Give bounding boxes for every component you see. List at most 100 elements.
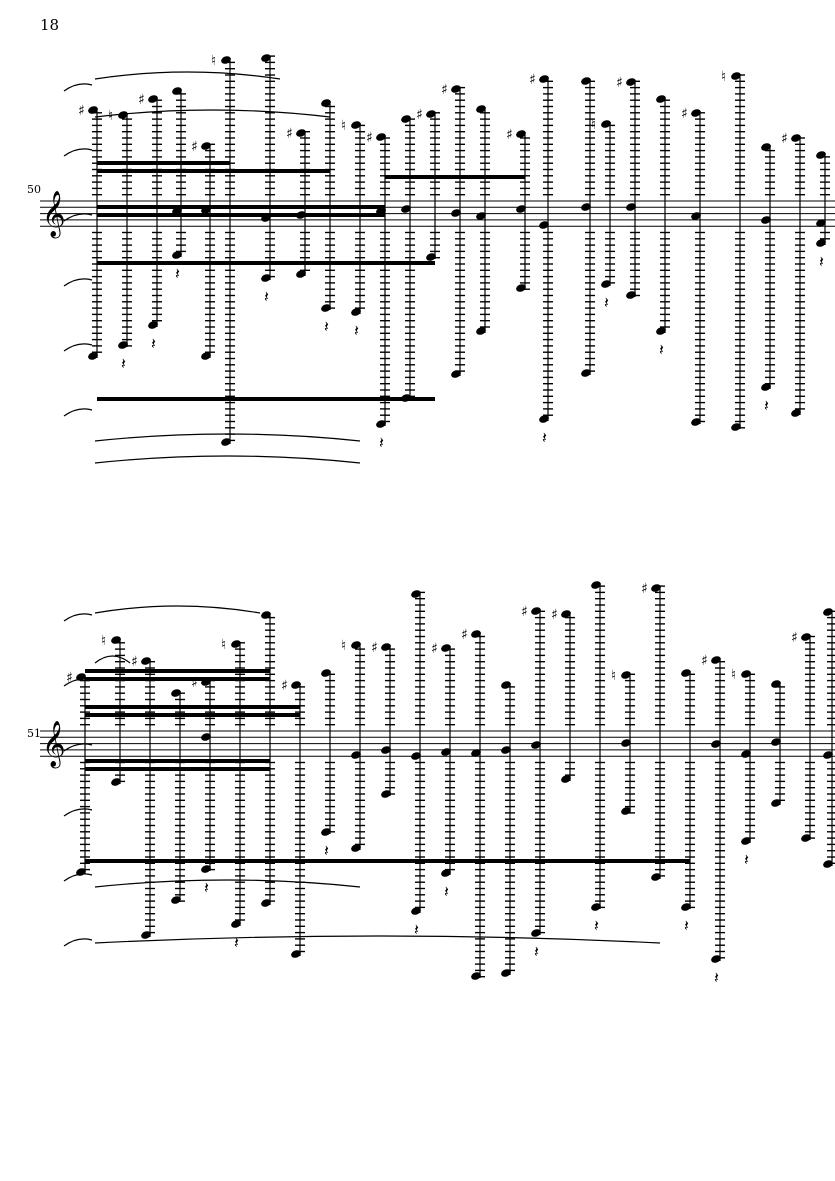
filled-notehead [476, 105, 486, 113]
filled-notehead [261, 54, 271, 62]
filled-notehead [823, 751, 833, 759]
filled-notehead [231, 640, 241, 648]
filled-notehead [201, 733, 211, 741]
filled-notehead [376, 207, 386, 215]
tie-curve [94, 433, 361, 442]
filled-notehead [261, 274, 271, 282]
natural-accidental-icon: ♮ [221, 637, 226, 653]
filled-notehead [741, 670, 751, 678]
filled-notehead [621, 807, 631, 815]
filled-notehead [471, 630, 481, 638]
page-number: 18 [40, 16, 60, 34]
quarter-rest-icon: 𝄽 [204, 878, 209, 897]
filled-notehead [172, 87, 182, 95]
filled-notehead [626, 78, 636, 86]
filled-notehead [501, 969, 511, 977]
sharp-accidental-icon: ♯ [191, 675, 198, 691]
filled-notehead [691, 109, 701, 117]
filled-notehead [711, 955, 721, 963]
tie-curve [94, 879, 361, 888]
sharp-accidental-icon: ♯ [529, 72, 536, 88]
tie-curve [63, 278, 93, 287]
filled-notehead [88, 106, 98, 114]
filled-notehead [581, 77, 591, 85]
filled-notehead [118, 341, 128, 349]
quarter-rest-icon: 𝄽 [151, 334, 156, 353]
quarter-rest-icon: 𝄽 [542, 428, 547, 447]
filled-notehead [651, 873, 661, 881]
filled-notehead [656, 327, 666, 335]
filled-notehead [201, 865, 211, 873]
filled-notehead [531, 607, 541, 615]
quarter-rest-icon: 𝄽 [175, 264, 180, 283]
sharp-accidental-icon: ♯ [701, 653, 708, 669]
natural-accidental-icon: ♮ [721, 69, 726, 85]
filled-notehead [561, 610, 571, 618]
tie-curve [94, 935, 661, 944]
filled-notehead [761, 383, 771, 391]
filled-notehead [381, 746, 391, 754]
filled-notehead [171, 896, 181, 904]
filled-notehead [539, 221, 549, 229]
sharp-accidental-icon: ♯ [781, 131, 788, 147]
filled-notehead [351, 121, 361, 129]
sharp-accidental-icon: ♯ [66, 670, 73, 686]
filled-notehead [296, 129, 306, 137]
filled-notehead [731, 423, 741, 431]
sharp-accidental-icon: ♯ [366, 130, 373, 146]
tie-curve [94, 605, 261, 614]
sharp-accidental-icon: ♯ [131, 654, 138, 670]
filled-notehead [141, 931, 151, 939]
tie-curve [63, 743, 93, 752]
filled-notehead [441, 644, 451, 652]
tie-curve [94, 655, 131, 664]
filled-notehead [531, 929, 541, 937]
filled-notehead [561, 775, 571, 783]
sharp-accidental-icon: ♯ [551, 607, 558, 623]
filled-notehead [261, 899, 271, 907]
sharp-accidental-icon: ♯ [286, 126, 293, 142]
filled-notehead [711, 656, 721, 664]
filled-notehead [321, 99, 331, 107]
filled-notehead [791, 409, 801, 417]
quarter-rest-icon: 𝄽 [234, 933, 239, 952]
filled-notehead [591, 581, 601, 589]
quarter-rest-icon: 𝄽 [264, 287, 269, 306]
filled-notehead [172, 207, 182, 215]
filled-notehead [501, 681, 511, 689]
quarter-rest-icon: 𝄽 [714, 968, 719, 987]
quarter-rest-icon: 𝄽 [819, 252, 824, 271]
filled-notehead [321, 669, 331, 677]
sharp-accidental-icon: ♯ [431, 641, 438, 657]
tie-curve [94, 71, 281, 80]
filled-notehead [426, 110, 436, 118]
quarter-rest-icon: 𝄽 [354, 321, 359, 340]
filled-notehead [411, 752, 421, 760]
tie-curve [94, 109, 331, 118]
filled-notehead [771, 680, 781, 688]
sharp-accidental-icon: ♯ [791, 630, 798, 646]
filled-notehead [711, 740, 721, 748]
filled-notehead [531, 741, 541, 749]
filled-notehead [291, 950, 301, 958]
sharp-accidental-icon: ♯ [461, 627, 468, 643]
filled-notehead [656, 95, 666, 103]
filled-notehead [111, 636, 121, 644]
natural-accidental-icon: ♮ [211, 53, 216, 69]
tie-curve [63, 613, 93, 622]
filled-notehead [411, 907, 421, 915]
filled-notehead [601, 280, 611, 288]
filled-notehead [141, 657, 151, 665]
quarter-rest-icon: 𝄽 [444, 882, 449, 901]
natural-accidental-icon: ♮ [591, 117, 596, 133]
filled-notehead [351, 844, 361, 852]
filled-notehead [471, 972, 481, 980]
treble-clef-icon: 𝄞 [42, 191, 66, 239]
quarter-rest-icon: 𝄽 [379, 433, 384, 452]
filled-notehead [426, 253, 436, 261]
filled-notehead [171, 689, 181, 697]
filled-notehead [221, 56, 231, 64]
sharp-accidental-icon: ♯ [138, 92, 145, 108]
filled-notehead [381, 643, 391, 651]
filled-notehead [261, 611, 271, 619]
